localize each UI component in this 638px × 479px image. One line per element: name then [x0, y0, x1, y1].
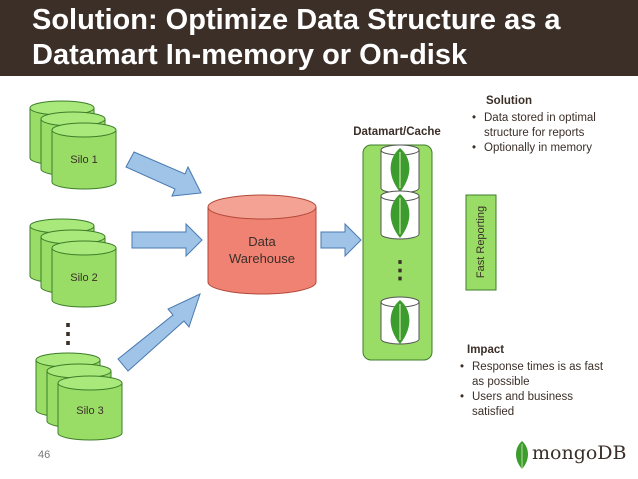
silo-3: Silo 3 — [35, 352, 123, 441]
impact-list: Response times is as fast as possible Us… — [458, 360, 636, 420]
cache-node-1 — [380, 144, 420, 194]
arrow-silo2-to-warehouse — [131, 222, 203, 258]
cache-ellipsis: ⋮ — [388, 257, 412, 284]
silo-3-label: Silo 3 — [76, 405, 104, 417]
brand-name: mongoDB — [532, 442, 627, 464]
solution-heading: Solution — [486, 95, 532, 107]
silo-1-label: Silo 1 — [70, 154, 98, 166]
cache-node-2 — [380, 190, 420, 240]
solution-list: Data stored in optimal structure for rep… — [470, 111, 635, 156]
mongodb-logo: mongoDB — [514, 438, 634, 470]
arrow-silo3-to-warehouse — [117, 293, 201, 372]
warehouse-label-line2: Warehouse — [229, 251, 295, 266]
impact-item: Response times is as fast as possible — [458, 360, 636, 390]
page-number: 46 — [38, 449, 51, 461]
impact-item: Users and business satisfied — [458, 390, 636, 420]
fast-reporting-box — [465, 194, 497, 291]
title-bar — [0, 0, 638, 76]
mongodb-leaf-icon — [516, 441, 528, 469]
arrow-silo1-to-warehouse — [125, 151, 202, 197]
warehouse-label-line1: Data — [248, 234, 276, 249]
solution-item: Optionally in memory — [470, 141, 635, 156]
silo-2-label: Silo 2 — [70, 272, 98, 284]
impact-heading: Impact — [467, 344, 505, 356]
solution-item: Data stored in optimal structure for rep… — [470, 111, 635, 141]
silo-1: Silo 1 — [29, 100, 117, 190]
cache-node-3 — [380, 296, 420, 345]
silo-2: Silo 2 — [29, 218, 117, 308]
arrow-warehouse-to-datamart — [320, 222, 362, 258]
slide-title: Solution: Optimize Data Structure as a D… — [32, 4, 561, 71]
data-warehouse: Data Warehouse — [207, 194, 317, 295]
fast-reporting-label: Fast Reporting — [475, 206, 487, 278]
datamart-label: Datamart/Cache — [353, 126, 441, 138]
silos-ellipsis: ⋮ — [55, 318, 81, 348]
